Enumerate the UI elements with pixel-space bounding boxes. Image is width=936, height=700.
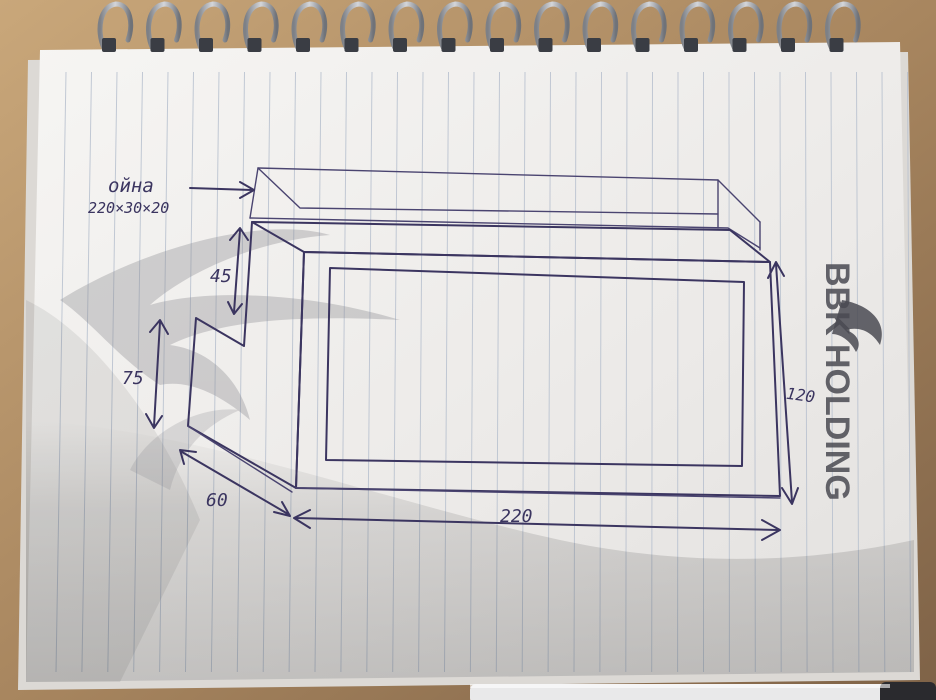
dim-45-arrow — [227, 227, 249, 315]
ring-hole — [781, 38, 795, 52]
box-bottom-edge — [187, 425, 781, 499]
dim-75-label: 75 — [122, 368, 144, 389]
dim-220-label: 220 — [500, 506, 533, 527]
ring-hole — [587, 38, 601, 52]
box-front-window — [325, 267, 745, 467]
ring-hole — [635, 38, 650, 52]
glass-top-left-edge — [249, 167, 719, 219]
spiral-ring — [291, 1, 328, 51]
hand-shadow-left — [26, 300, 200, 682]
ring-hole — [393, 38, 407, 52]
ring-hole — [199, 38, 213, 52]
glass-pointer-arrow — [189, 181, 255, 199]
spiral-ring — [340, 1, 376, 51]
spiral-ring — [825, 1, 861, 51]
glass-top-right-edge — [717, 179, 761, 251]
logo-word-holding: HOLDING — [818, 344, 856, 501]
spiral-ring — [388, 1, 425, 51]
glass-size-label: 220×30×20 — [88, 199, 169, 217]
spiral-ring — [582, 1, 619, 51]
spiral-ring — [776, 1, 813, 51]
ring-hole — [344, 38, 359, 52]
dim-120-label: 120 — [785, 384, 816, 407]
ring-hole — [490, 38, 504, 52]
ring-hole — [102, 38, 116, 52]
box-side-profile — [187, 221, 305, 489]
spiral-ring — [631, 1, 667, 51]
ring-hole — [150, 38, 165, 52]
glass-top-front — [249, 217, 761, 249]
spiral-ring — [728, 1, 764, 51]
ring-hole — [732, 38, 747, 52]
ring-hole — [829, 38, 844, 52]
marker-pen — [470, 682, 936, 700]
dim-60-label: 60 — [206, 490, 228, 511]
spiral-binding — [97, 1, 861, 52]
spiral-ring — [437, 1, 473, 51]
ring-hole — [538, 38, 553, 52]
ring-hole — [684, 38, 698, 52]
spiral-ring — [679, 1, 716, 51]
spiral-ring — [194, 1, 231, 51]
spiral-ring — [534, 1, 570, 51]
ring-hole — [296, 38, 310, 52]
dim-120-arrow — [767, 261, 799, 505]
dim-60-arrow — [179, 449, 291, 517]
hand-shadow — [26, 420, 914, 682]
dim-75-arrow — [145, 319, 169, 429]
aquarium-sketch: 45 75 60 220 120 ойна 220×30×20 — [88, 167, 816, 541]
ring-hole — [247, 38, 262, 52]
spiral-ring — [97, 1, 134, 51]
dim-220-arrow — [293, 509, 781, 541]
spiral-ring — [485, 1, 522, 51]
glass-label: ойна — [108, 175, 154, 197]
logo-swoosh-icon — [832, 300, 882, 352]
dim-45-label: 45 — [210, 266, 232, 287]
spiral-ring — [146, 1, 182, 51]
bbk-holding-logo: BBK HOLDING — [818, 262, 856, 501]
ring-hole — [441, 38, 456, 52]
spiral-ring — [243, 1, 279, 51]
